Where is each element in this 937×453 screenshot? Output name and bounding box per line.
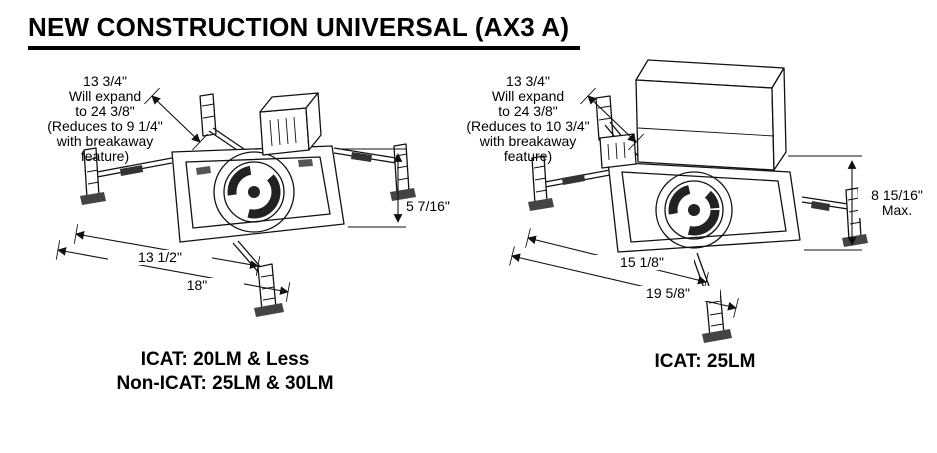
note-line: 13 3/4" <box>506 73 550 89</box>
left-height-dim-label: 5 7/16" <box>404 198 452 214</box>
note-line: Will expand <box>491 88 565 104</box>
right-overall-width-dim-label: 19 5/8" <box>616 286 720 301</box>
note-line: to 24 3/8" <box>75 103 135 119</box>
note-line: (Reduces to 10 3/4" <box>466 118 590 134</box>
note-line: 13 3/4" <box>83 73 127 89</box>
left-expand-note: 13 3/4" Will expand to 24 3/8" (Reduces … <box>25 74 185 164</box>
page-title: NEW CONSTRUCTION UNIVERSAL (AX3 A) <box>28 12 570 42</box>
caption-line: ICAT: 25LM <box>654 351 756 372</box>
note-line: Will expand <box>68 88 142 104</box>
caption-line: Non-ICAT: 25LM & 30LM <box>116 373 334 394</box>
note-line: to 24 3/8" <box>498 103 558 119</box>
right-pan-width-dim-label: 15 1/8" <box>590 255 694 270</box>
note-line: with breakaway <box>56 133 154 149</box>
left-overall-width-dim-label: 18" <box>150 278 244 293</box>
note-line: feature) <box>80 148 130 164</box>
right-fixture-drawing <box>528 59 868 343</box>
dim-value: 8 15/16" <box>871 187 923 203</box>
caption-line: ICAT: 20LM & Less <box>140 349 310 370</box>
right-caption: ICAT: 25LM <box>600 350 810 374</box>
left-pan-width-dim-label: 13 1/2" <box>108 250 212 265</box>
left-fixture-drawing <box>80 92 416 317</box>
note-line: feature) <box>503 148 553 164</box>
right-expand-note: 13 3/4" Will expand to 24 3/8" (Reduces … <box>448 74 608 164</box>
note-line: (Reduces to 9 1/4" <box>47 118 163 134</box>
dim-note: Max. <box>881 202 913 218</box>
right-height-dim-label: 8 15/16" Max. <box>858 188 936 218</box>
right-dimensions <box>509 87 862 318</box>
note-line: with breakaway <box>479 133 577 149</box>
left-caption: ICAT: 20LM & Less Non-ICAT: 25LM & 30LM <box>60 348 390 396</box>
title-rule <box>28 46 580 50</box>
